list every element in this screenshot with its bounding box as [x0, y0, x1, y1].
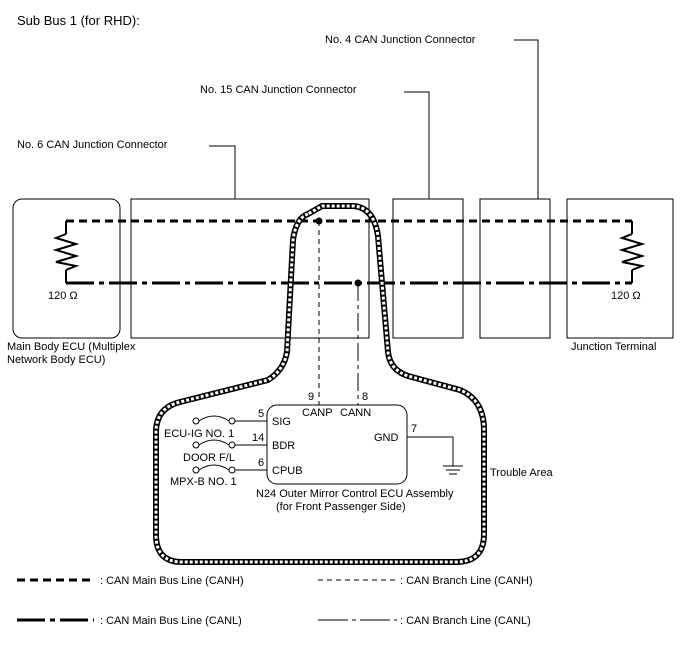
no15-connector-box	[392, 198, 464, 339]
mpx-fuse-terminal-left	[192, 466, 200, 474]
canl-junction-dot	[354, 279, 362, 287]
junction-terminal-resistor-label: 120 Ω	[611, 290, 641, 302]
no15-connector-label: No. 15 CAN Junction Connector	[200, 84, 357, 96]
gnd-pin-number: 7	[411, 423, 417, 435]
bdr-pin-number: 14	[252, 432, 264, 444]
diagram-title: Sub Bus 1 (for RHD):	[17, 13, 140, 28]
door-fuse-label: DOOR F/L	[183, 452, 235, 464]
no6-connector-box	[130, 198, 370, 339]
legend-canh-main-label: : CAN Main Bus Line (CANH)	[100, 575, 244, 587]
no6-connector-leader	[209, 145, 236, 199]
main-body-ecu-label-line2: Network Body ECU)	[7, 354, 105, 366]
mpx-fuse-label: MPX-B NO. 1	[170, 476, 237, 488]
no4-connector-box	[479, 198, 551, 339]
mpx-fuse-icon	[198, 464, 230, 471]
gnd-pin-label: GND	[374, 432, 399, 444]
left-resistor-icon	[52, 233, 80, 271]
ecu-name-line2: (for Front Passenger Side)	[276, 501, 406, 513]
main-body-ecu-label-line1: Main Body ECU (Multiplex	[7, 341, 136, 353]
canh-junction-dot	[315, 217, 323, 225]
door-fuse-terminal-right	[228, 441, 236, 449]
no15-connector-leader	[404, 91, 430, 199]
mpx-fuse-terminal-right	[228, 466, 236, 474]
trouble-area-outline-inner	[154, 204, 486, 564]
sig-pin-number: 5	[258, 408, 264, 420]
ecu-ig-fuse-terminal-left	[192, 417, 200, 425]
trouble-area-label: Trouble Area	[490, 467, 553, 479]
ecu-ig-fuse-icon	[198, 415, 230, 422]
main-body-ecu-box	[12, 198, 121, 339]
junction-terminal-box	[566, 198, 674, 339]
cann-pin-number: 8	[362, 391, 368, 403]
ecu-ig-fuse-label: ECU-IG NO. 1	[164, 428, 234, 440]
sig-pin-label: SIG	[272, 416, 291, 428]
ecu-ig-fuse-terminal-right	[228, 417, 236, 425]
legend-canl-main-label: : CAN Main Bus Line (CANL)	[100, 615, 242, 627]
legend-canh-branch-label: : CAN Branch Line (CANH)	[400, 575, 533, 587]
no4-connector-label: No. 4 CAN Junction Connector	[325, 34, 476, 46]
bdr-pin-label: BDR	[272, 440, 295, 452]
right-resistor-icon	[618, 233, 646, 271]
cpub-pin-number: 6	[258, 457, 264, 469]
no4-connector-leader	[514, 39, 539, 199]
canp-pin-number: 9	[308, 391, 314, 403]
no6-connector-label: No. 6 CAN Junction Connector	[17, 139, 168, 151]
canp-pin-label: CANP	[302, 407, 333, 419]
door-fuse-icon	[198, 439, 230, 446]
door-fuse-terminal-left	[192, 441, 200, 449]
legend-canl-branch-label: : CAN Branch Line (CANL)	[400, 615, 531, 627]
main-body-ecu-resistor-label: 120 Ω	[48, 290, 78, 302]
cpub-pin-label: CPUB	[272, 465, 303, 477]
cann-pin-label: CANN	[340, 407, 371, 419]
ecu-name-line1: N24 Outer Mirror Control ECU Assembly	[256, 488, 454, 500]
junction-terminal-label: Junction Terminal	[571, 341, 656, 353]
